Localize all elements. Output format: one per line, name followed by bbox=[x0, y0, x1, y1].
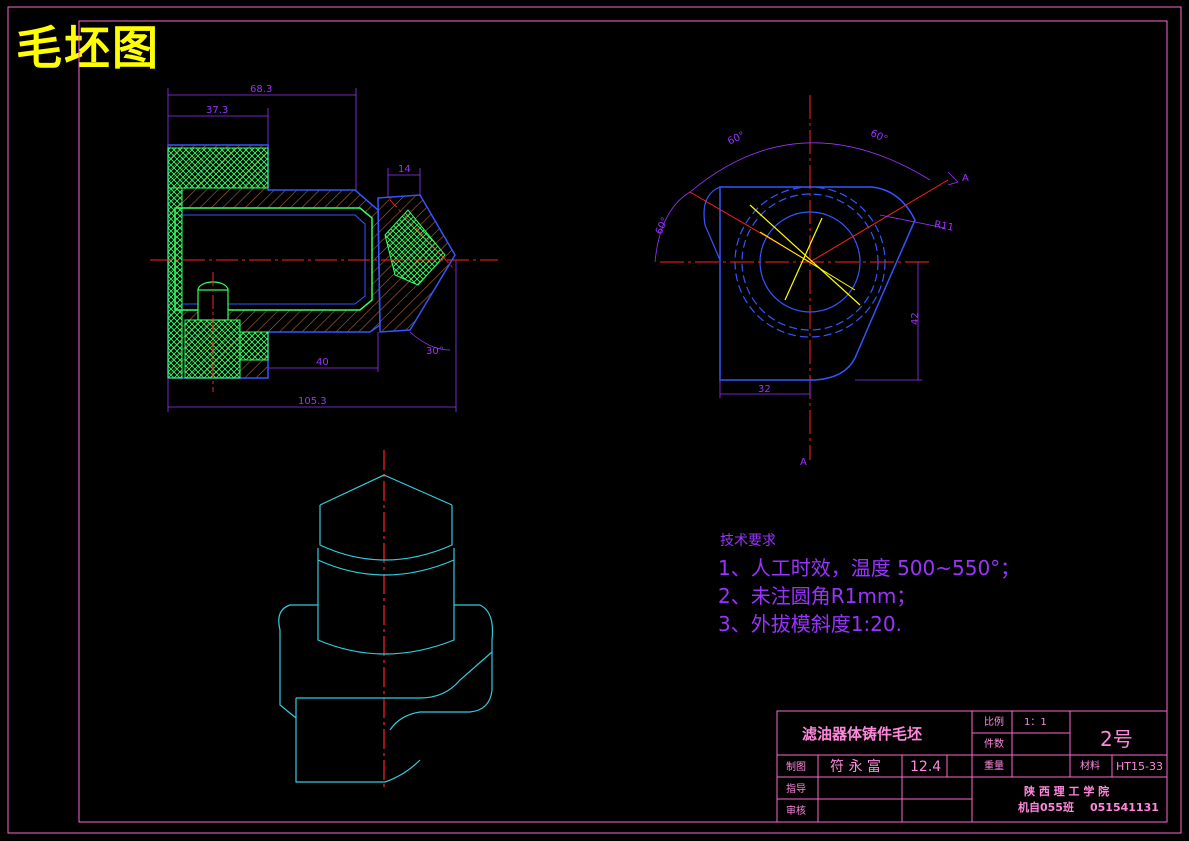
section-marker-a: A bbox=[962, 173, 969, 184]
dim-37-3: 37.3 bbox=[206, 105, 228, 116]
inner-border bbox=[78, 20, 1168, 823]
tb-class-info: 机自055班 bbox=[1018, 800, 1074, 814]
top-view bbox=[654, 95, 959, 460]
tb-weight-label: 重量 bbox=[984, 759, 1004, 772]
tb-guide-label: 指导 bbox=[786, 782, 806, 795]
core-top bbox=[167, 147, 269, 189]
dim-40: 40 bbox=[316, 357, 329, 368]
tb-student-id: 051541131 bbox=[1090, 801, 1159, 814]
tb-material: HT15-33 bbox=[1116, 760, 1163, 773]
title-block bbox=[776, 710, 1168, 823]
tb-part-name: 滤油器体铸件毛坯 bbox=[802, 725, 922, 743]
dim-60-side: 60° bbox=[654, 216, 671, 237]
tb-draw-label: 制图 bbox=[786, 760, 806, 773]
section-view bbox=[150, 88, 498, 412]
tb-scale-label: 比例 bbox=[984, 715, 1004, 728]
tech-line-2: 2、未注圆角R1mm； bbox=[718, 584, 916, 608]
tech-line-3: 3、外拔模斜度1:20. bbox=[718, 612, 902, 636]
tb-date: 12.4 bbox=[910, 759, 941, 775]
view-marker-a: A bbox=[800, 457, 807, 468]
tb-qty-label: 件数 bbox=[984, 737, 1004, 750]
drawing-title: 毛坯图 bbox=[16, 21, 160, 75]
tech-heading: 技术要求 bbox=[720, 533, 776, 549]
dim-r11: R11 bbox=[933, 219, 954, 233]
tb-drawer: 符 永 富 bbox=[830, 758, 881, 775]
tb-material-label: 材料 bbox=[1080, 759, 1100, 772]
tb-review-label: 审核 bbox=[786, 804, 806, 817]
dim-60-left: 60° bbox=[726, 130, 747, 147]
tech-line-1: 1、人工时效，温度 500~550°； bbox=[718, 556, 1020, 580]
tb-school: 陕 西 理 工 学 院 bbox=[1024, 784, 1109, 798]
tb-scale-value: 1：1 bbox=[1024, 717, 1047, 728]
dim-14: 14 bbox=[398, 164, 411, 175]
tb-sheet-no: 2号 bbox=[1100, 727, 1133, 751]
dim-60-right: 60° bbox=[868, 128, 889, 145]
dim-68-3: 68.3 bbox=[250, 84, 272, 95]
isometric-view bbox=[278, 450, 494, 790]
dim-32: 32 bbox=[758, 384, 771, 395]
dim-105-3: 105.3 bbox=[298, 396, 327, 407]
dim-30-deg: 30° bbox=[426, 346, 444, 357]
dim-42: 42 bbox=[910, 312, 921, 325]
outer-border bbox=[7, 6, 1182, 834]
top-view-outline bbox=[719, 186, 916, 381]
